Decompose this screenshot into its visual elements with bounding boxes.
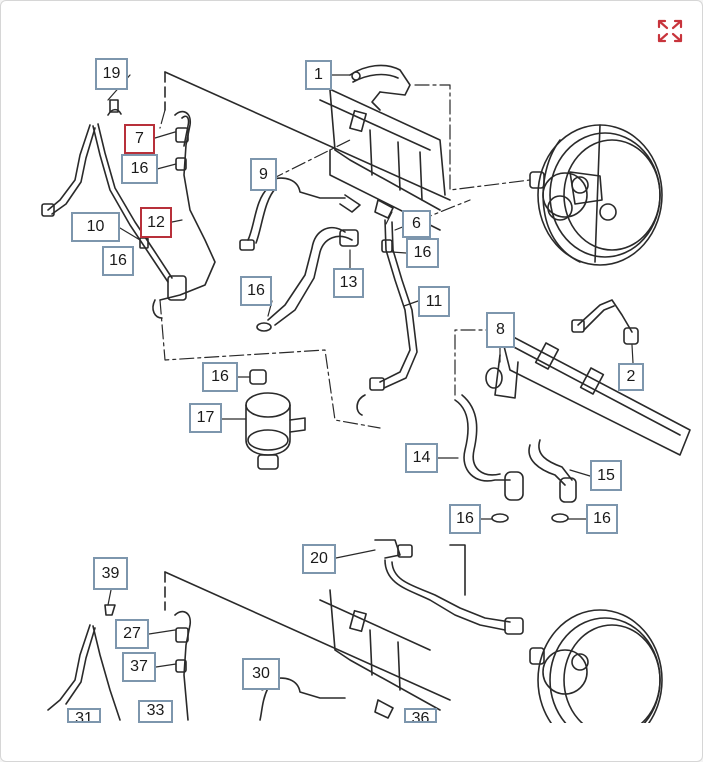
callout-27[interactable]: 27 (115, 619, 149, 649)
lower-brake-booster (529, 609, 663, 723)
callout-1[interactable]: 1 (305, 60, 332, 90)
callout-9[interactable]: 9 (250, 158, 277, 191)
callout-15[interactable]: 15 (590, 460, 622, 491)
lower-left-pipes (47, 604, 394, 721)
callout-16a[interactable]: 16 (121, 154, 158, 184)
callout-16b[interactable]: 16 (102, 246, 134, 276)
hose-part-11 (356, 199, 418, 416)
callout-8[interactable]: 8 (486, 312, 515, 348)
callout-37[interactable]: 37 (122, 652, 156, 682)
callout-12[interactable]: 12 (140, 207, 172, 238)
brake-booster (529, 124, 663, 266)
vacuum-pump-17 (245, 369, 306, 470)
callout-16e[interactable]: 16 (202, 362, 238, 392)
hose-part-20 (374, 539, 524, 635)
pipe-part-10 (41, 99, 173, 283)
parts-diagram (41, 64, 691, 723)
bulkhead-panel (164, 71, 451, 231)
hose-part-1 (349, 64, 411, 111)
callout-16c[interactable]: 16 (406, 238, 439, 268)
callout-11[interactable]: 11 (418, 286, 450, 317)
callout-7[interactable]: 7 (124, 124, 155, 154)
lower-bulkhead (164, 571, 451, 711)
hose-part-14-15 (454, 394, 577, 523)
callout-17[interactable]: 17 (189, 403, 222, 433)
callout-16d[interactable]: 16 (240, 276, 272, 306)
callout-19[interactable]: 19 (95, 58, 128, 90)
hose-part-9 (239, 177, 361, 251)
callout-39[interactable]: 39 (93, 557, 128, 590)
callout-2[interactable]: 2 (618, 363, 644, 391)
callout-14[interactable]: 14 (405, 443, 438, 473)
hose-part-13 (256, 226, 359, 332)
bracket-part-8 (485, 299, 691, 456)
callout-20[interactable]: 20 (302, 544, 336, 574)
callout-13[interactable]: 13 (333, 268, 364, 298)
callout-33[interactable]: 33 (138, 700, 173, 723)
pipe-part-12 (152, 110, 216, 319)
callout-36[interactable]: 36 (404, 708, 437, 723)
callout-31[interactable]: 31 (67, 708, 101, 723)
callout-16g[interactable]: 16 (586, 504, 618, 534)
callout-6[interactable]: 6 (402, 210, 431, 238)
expand-arrows-icon[interactable] (656, 18, 684, 44)
callout-30[interactable]: 30 (242, 658, 280, 690)
callout-10[interactable]: 10 (71, 212, 120, 242)
callout-16f[interactable]: 16 (449, 504, 481, 534)
